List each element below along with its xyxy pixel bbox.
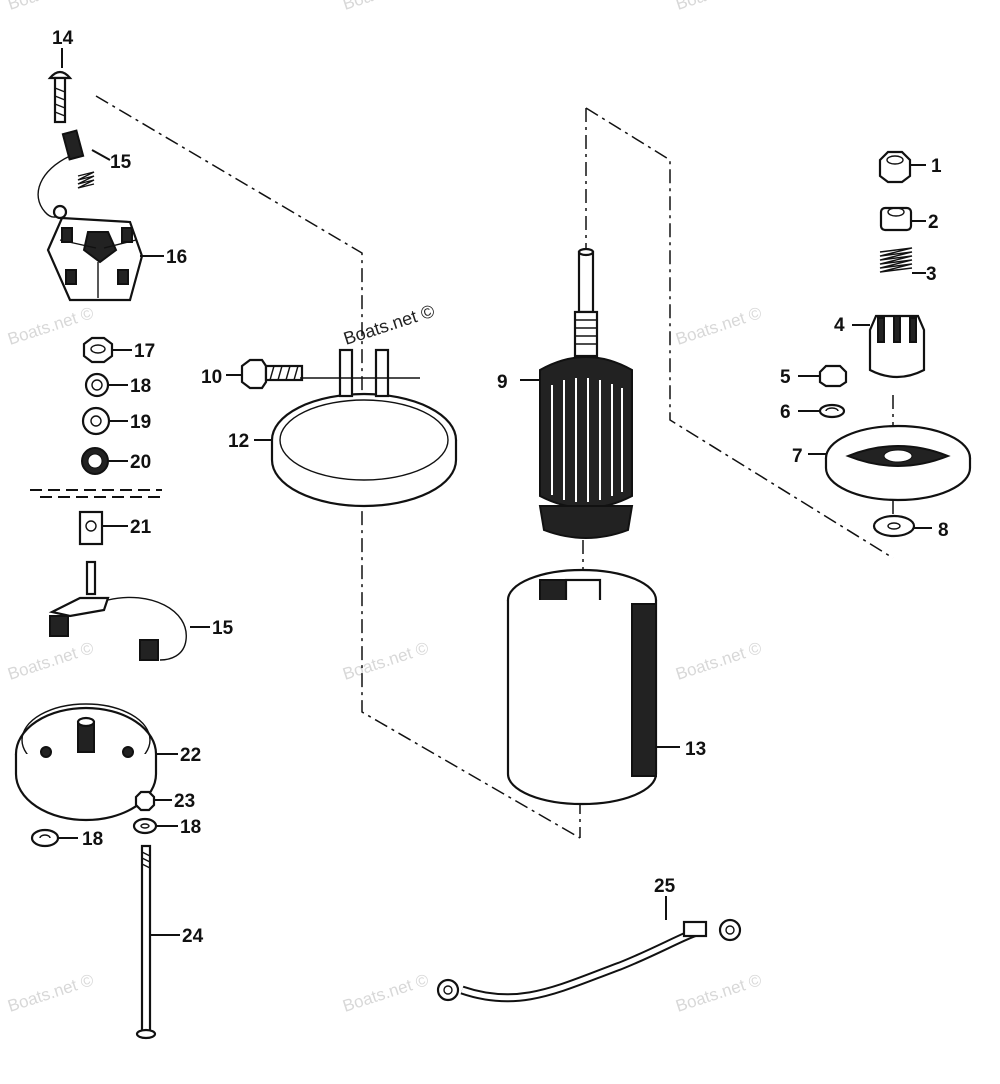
callout-21: 21 — [130, 517, 152, 538]
callout-1: 1 — [931, 156, 942, 177]
part-22-end-head — [14, 703, 178, 822]
callout-22: 22 — [180, 745, 201, 766]
callout-25: 25 — [654, 876, 676, 897]
callout-9: 9 — [497, 372, 508, 393]
part-5-nut — [798, 364, 848, 388]
callout-2: 2 — [928, 212, 939, 233]
part-6-lockwasher — [798, 403, 846, 419]
watermark: Boats.net © — [5, 638, 96, 684]
callout-17: 17 — [134, 341, 155, 362]
callout-12: 12 — [228, 431, 249, 452]
callout-3: 3 — [926, 264, 937, 285]
part-24-through-bolt — [135, 844, 180, 1040]
callout-15-upper: 15 — [110, 152, 132, 173]
callout-14: 14 — [52, 28, 74, 49]
callouts: 1 2 3 4 5 6 7 8 9 10 12 13 14 15 15 16 1… — [52, 28, 949, 947]
part-8-washer — [872, 514, 932, 538]
callout-15-lower: 15 — [212, 618, 234, 639]
watermark: Boats.net © — [5, 970, 96, 1016]
callout-18-b: 18 — [180, 817, 201, 838]
part-12-cover-band — [254, 348, 458, 508]
part-18-lockwasher-b — [132, 817, 178, 835]
part-3-spring — [879, 247, 926, 274]
part-16-brush-holder — [46, 204, 164, 302]
part-1-nut — [878, 150, 926, 184]
part-17-nut — [82, 336, 132, 364]
part-19-washer — [81, 406, 128, 436]
callout-10: 10 — [201, 367, 222, 388]
part-4-drive-pinion — [852, 314, 926, 379]
part-2-spacer — [879, 206, 926, 232]
left-alignment-line — [95, 95, 581, 839]
part-25-cable — [436, 896, 742, 1003]
watermark: Boats.net © — [5, 0, 96, 14]
callout-18-a: 18 — [130, 376, 151, 397]
callout-7: 7 — [792, 446, 803, 467]
part-14-screw — [47, 48, 73, 124]
watermark: Boats.net © — [673, 638, 764, 684]
part-13-field-frame — [506, 568, 680, 806]
callout-23: 23 — [174, 791, 195, 812]
part-15-brush-assembly — [48, 560, 210, 661]
part-20-insulator — [81, 447, 128, 475]
part-18-lockwasher-a — [84, 372, 128, 398]
callout-16: 16 — [166, 247, 187, 268]
watermark: Boats.net © — [5, 303, 96, 349]
watermark: Boats.net © — [673, 0, 764, 14]
callout-24: 24 — [182, 926, 204, 947]
part-7-drive-end-plate — [808, 424, 972, 502]
watermark-main: Boats.net © — [341, 301, 437, 349]
watermark: Boats.net © — [673, 303, 764, 349]
alignment-lines — [30, 95, 894, 839]
part-18-lockwasher-c — [30, 828, 78, 848]
armature-windings — [551, 378, 623, 502]
callout-4: 4 — [834, 315, 845, 336]
part-23-nut — [134, 790, 172, 812]
callout-6: 6 — [780, 402, 791, 423]
watermark: Boats.net © — [340, 970, 431, 1016]
watermark: Boats.net © — [340, 638, 431, 684]
right-alignment-line — [585, 107, 894, 559]
part-9-armature — [520, 247, 634, 539]
callout-20: 20 — [130, 452, 151, 473]
watermark: Boats.net © — [673, 970, 764, 1016]
callout-18-c: 18 — [82, 829, 103, 850]
watermark: Boats.net © — [340, 0, 431, 14]
part-15-brush-upper — [37, 129, 111, 218]
callout-13: 13 — [685, 739, 706, 760]
callout-5: 5 — [780, 367, 791, 388]
part-21-insulator-block — [78, 510, 128, 546]
callout-8: 8 — [938, 520, 949, 541]
callout-19: 19 — [130, 412, 151, 433]
part-10-bolt — [226, 358, 304, 390]
